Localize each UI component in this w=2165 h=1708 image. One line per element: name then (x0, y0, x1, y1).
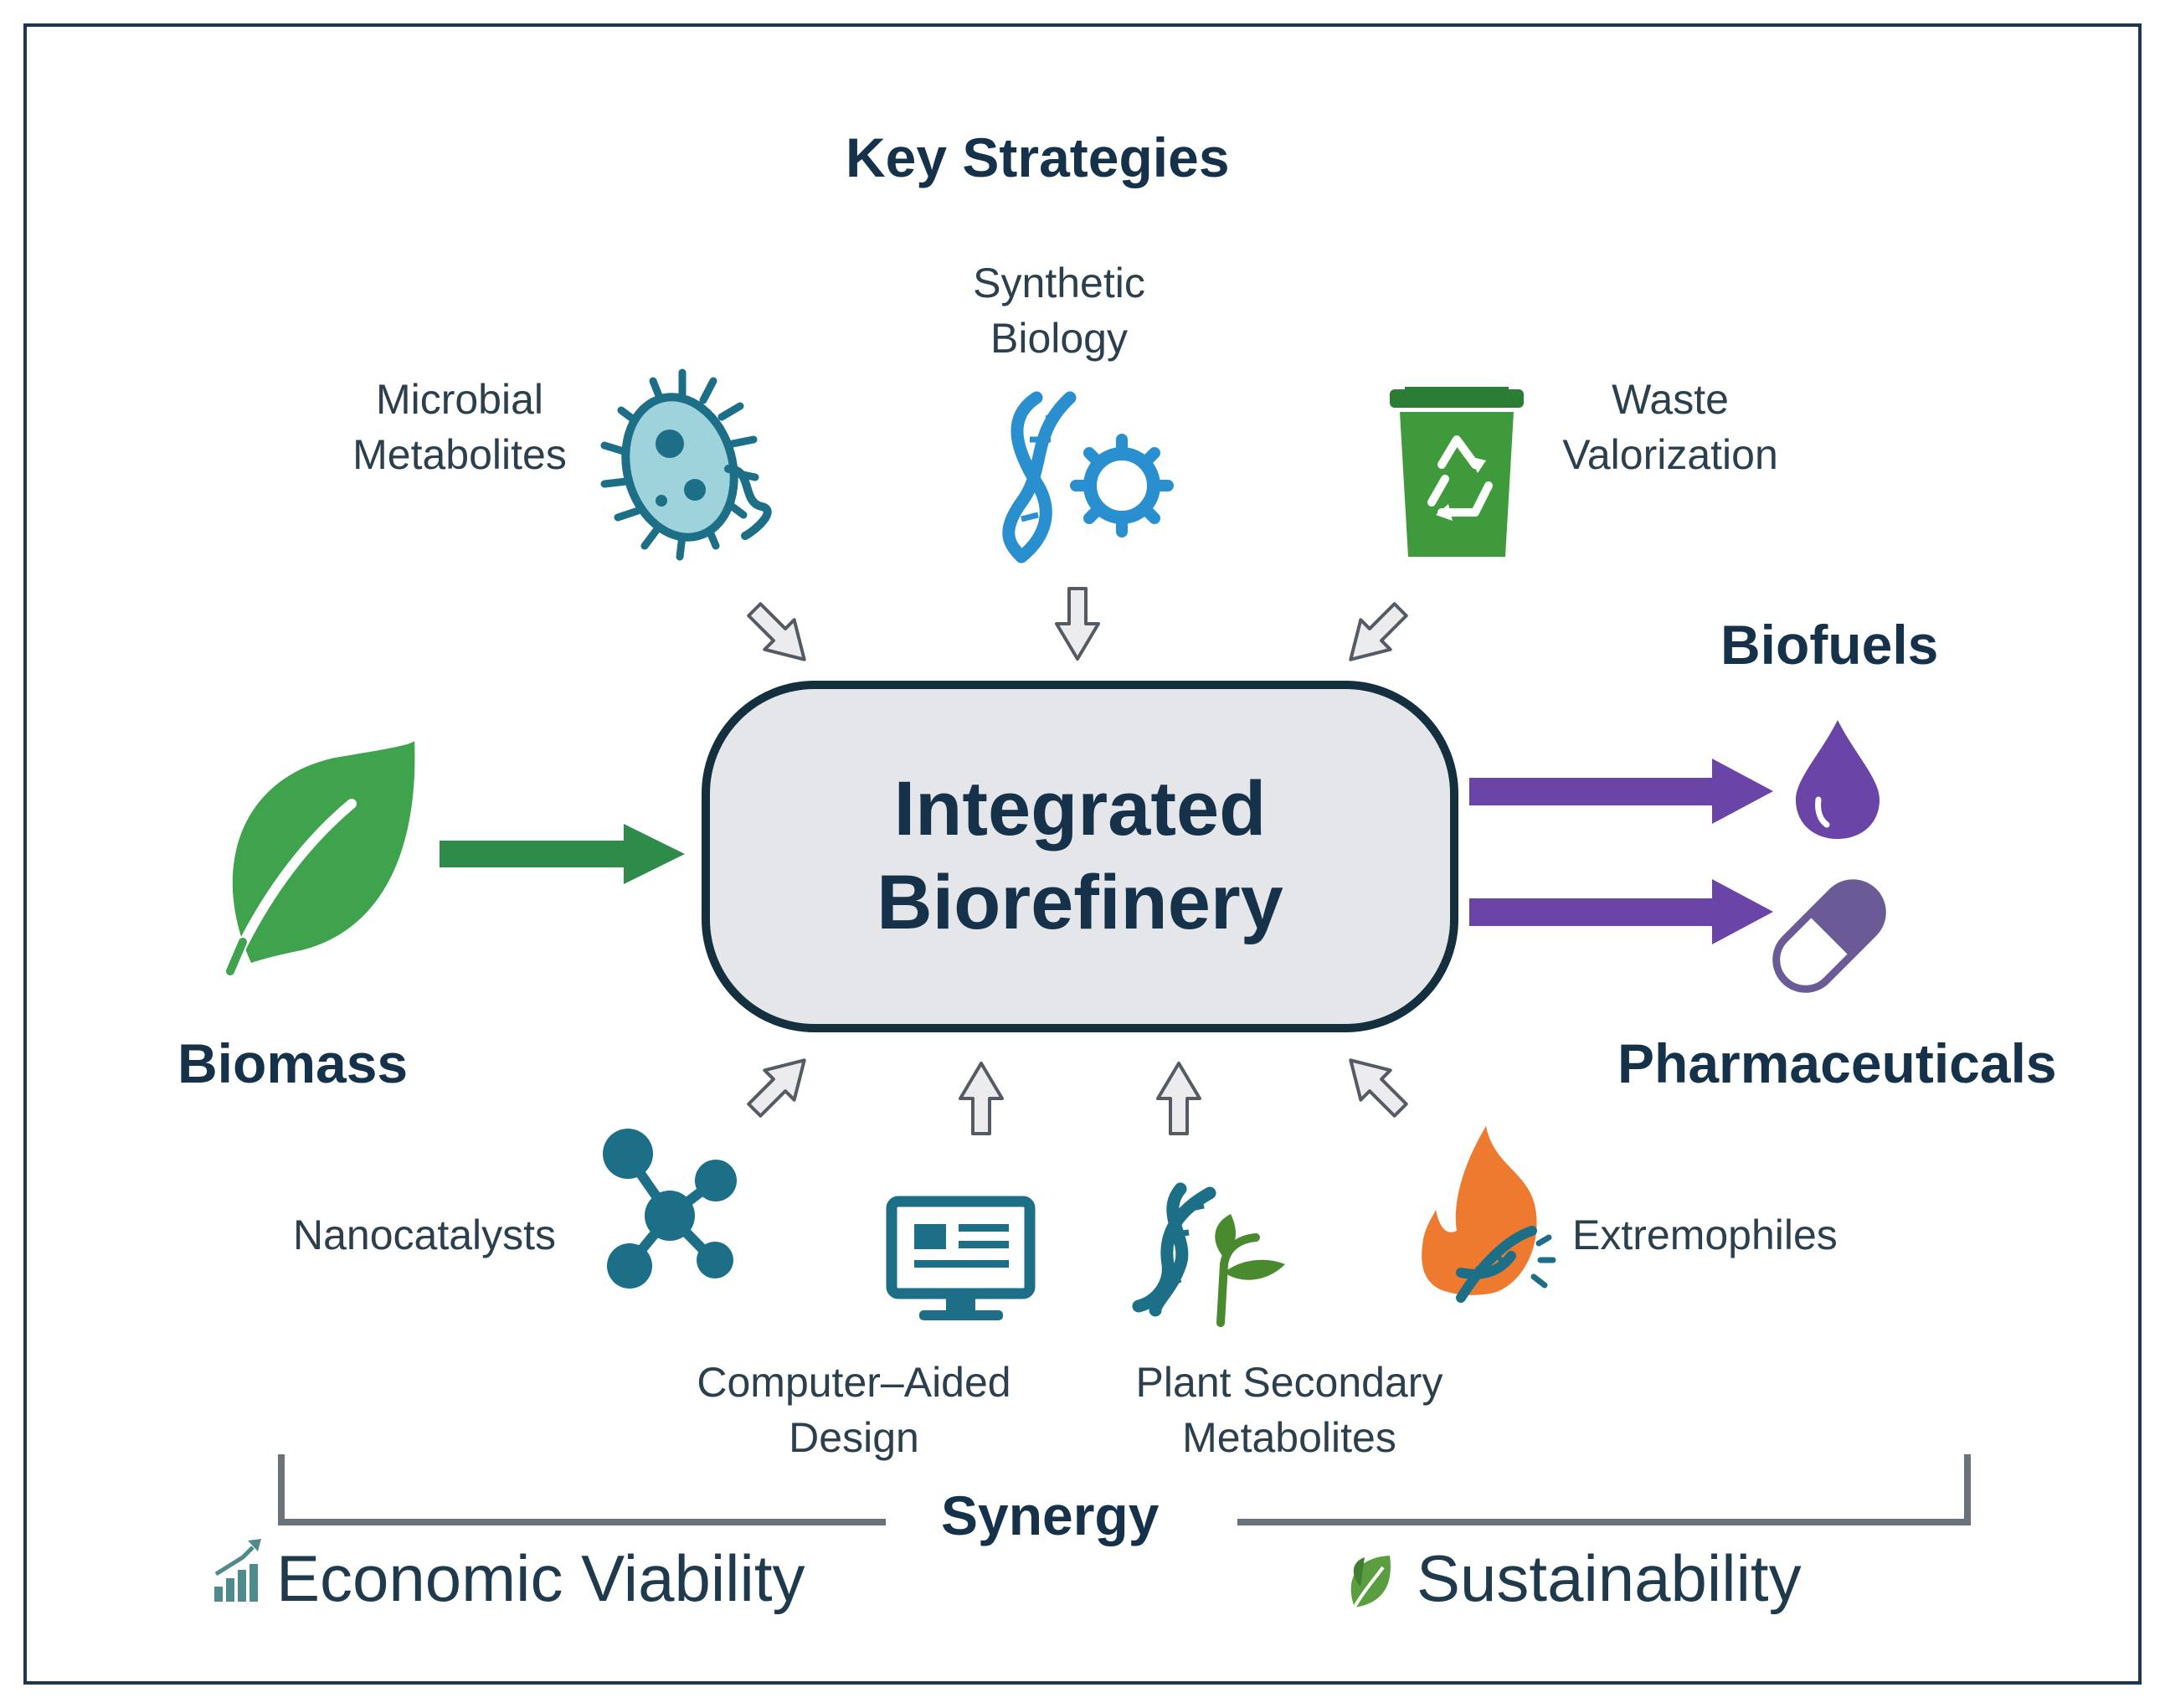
strategy-label-synthetic: Synthetic Biology (946, 255, 1172, 366)
strategy-arrow-extremophiles (1349, 1058, 1408, 1118)
strategy-label-waste: Waste Valorization (1545, 372, 1796, 482)
hub-line: Integrated (893, 766, 1267, 851)
strategy-label-microbial: Microbial Metabolites (338, 372, 581, 482)
hub-line: Biorefinery (877, 860, 1283, 945)
biofuels-output-arrow (1469, 759, 1773, 824)
capsule-icon (1772, 879, 1886, 993)
leaf-icon (225, 741, 415, 976)
hub-label: Integrated Biorefinery (706, 762, 1454, 949)
diagram-frame (23, 23, 2142, 1685)
strategy-arrow-waste (1349, 602, 1408, 661)
strategy-line: Microbial (375, 376, 544, 423)
synergy-bracket-left (278, 1454, 886, 1525)
strategy-line: Synthetic (973, 260, 1145, 306)
synergy-bracket-right (1237, 1454, 1971, 1525)
strategy-arrow-microbial (747, 602, 806, 661)
pharmaceuticals-label: Pharmaceuticals (1617, 1032, 2057, 1094)
strategy-arrow-computer (959, 1062, 1004, 1135)
growth-chart-icon (214, 1539, 261, 1602)
strategy-line: Valorization (1562, 431, 1778, 478)
biomass-label: Biomass (177, 1032, 409, 1094)
strategy-line: Metabolites (1182, 1414, 1396, 1461)
strategy-label-nanocatalysts: Nanocatalysts (293, 1212, 557, 1258)
strategy-label-computer: Computer–Aided Design (678, 1355, 1030, 1465)
molecule-network-icon (603, 1129, 737, 1289)
computer-monitor-icon (886, 1196, 1036, 1320)
strategy-line: Computer–Aided (697, 1359, 1011, 1406)
strategy-label-plant: Plant Secondary Metabolites (1113, 1355, 1465, 1465)
hub-box (702, 681, 1458, 1032)
dna-gear-icon (1002, 391, 1174, 563)
strategy-line: Metabolites (352, 431, 567, 478)
sustainability-label: Sustainability (1417, 1541, 1802, 1615)
strategy-line: Biology (990, 315, 1128, 362)
biomass-input-arrow (440, 824, 685, 884)
strategy-line: Waste (1612, 376, 1729, 423)
bacterium-icon (600, 368, 772, 561)
economic-viability-label: Economic Viability (276, 1541, 805, 1615)
strategy-arrow-plant (1156, 1062, 1201, 1135)
flame-dna-icon (1422, 1126, 1556, 1303)
dna-plant-icon (1132, 1182, 1285, 1327)
diagram-title: Key Strategies (846, 126, 1230, 188)
synergy-label: Synergy (941, 1484, 1160, 1546)
pharmaceuticals-output-arrow (1469, 879, 1773, 944)
strategy-arrow-nanocatalysts (747, 1058, 806, 1118)
drop-icon (1796, 720, 1880, 839)
recycle-bin-icon (1390, 387, 1524, 557)
strategy-arrow-synthetic (1055, 587, 1100, 661)
biofuels-label: Biofuels (1720, 614, 1939, 676)
strategy-line: Design (789, 1414, 919, 1461)
strategy-line: Plant Secondary (1135, 1359, 1443, 1406)
leaves-icon (1348, 1556, 1391, 1617)
strategy-label-extremophiles: Extremophiles (1572, 1212, 1838, 1258)
